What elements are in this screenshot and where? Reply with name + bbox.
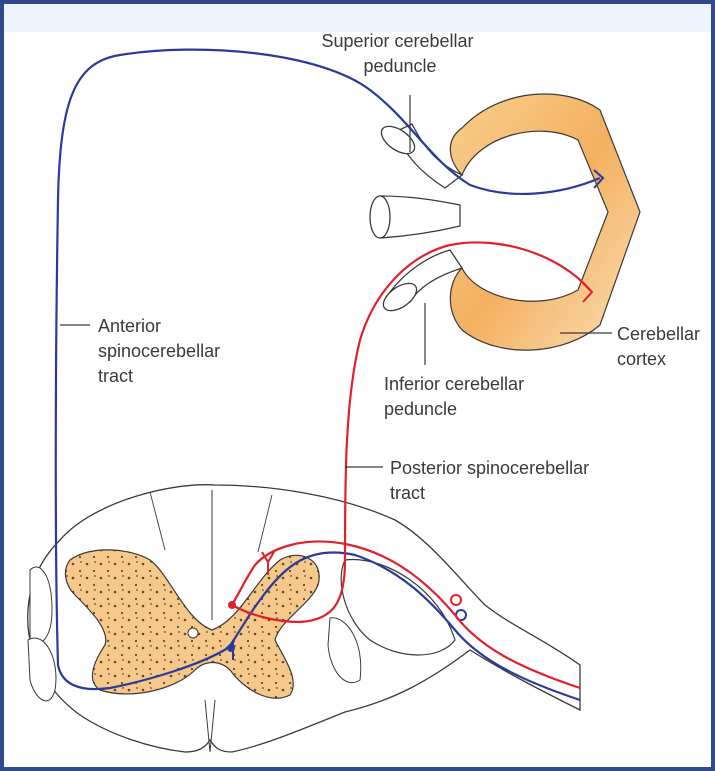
- label-cerebellar-cortex: Cerebellar cortex: [617, 324, 705, 369]
- spinal-cord-section: [28, 485, 580, 752]
- label-posterior-tract: Posterior spinocerebellar tract: [390, 458, 594, 503]
- peduncles: [370, 121, 462, 316]
- cerebellar-cortex-shape: [450, 94, 640, 350]
- label-anterior-tract: Anterior spinocerebellar tract: [98, 316, 225, 386]
- anterior-tract-cell-body: [227, 644, 235, 652]
- posterior-tract-cell-body: [228, 601, 236, 609]
- label-inferior-peduncle: Inferior cerebellar peduncle: [384, 374, 529, 419]
- leader-lines: [60, 95, 612, 467]
- label-superior-peduncle: Superior cerebellar peduncle: [321, 31, 478, 76]
